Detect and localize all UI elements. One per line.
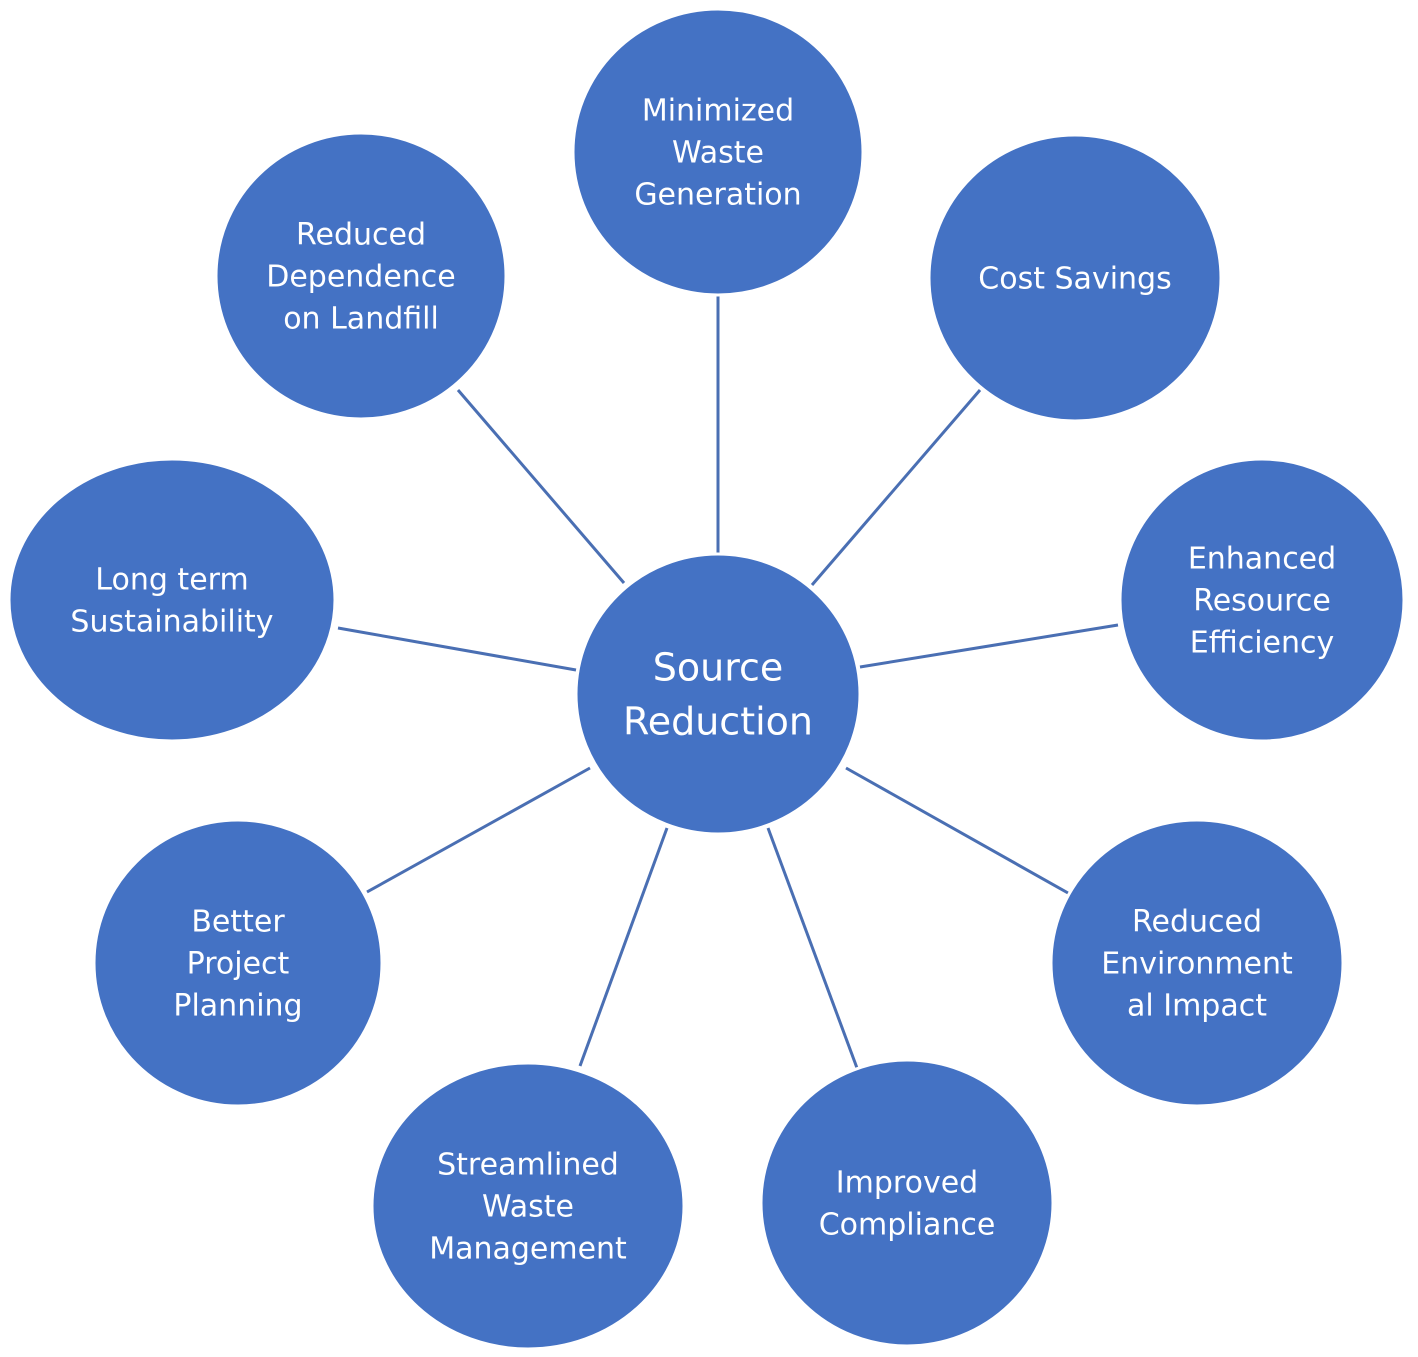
node-circle-minimized-waste-generation: [571, 7, 865, 297]
node-label-enhanced-resource-efficiency-line-2: Resource: [1193, 584, 1331, 619]
node-label-reduced-environmental-impact-line-2: Environment: [1101, 947, 1293, 982]
node-circle-better-project-planning: [92, 818, 384, 1108]
node-label-long-term-sustainability-line-2: Sustainability: [70, 605, 273, 640]
node-label-improved-compliance-line-1: Improved: [836, 1166, 978, 1201]
node-label-long-term-sustainability-line-1: Long term: [95, 563, 248, 598]
center-label-line-1: Source: [653, 645, 784, 689]
node-circle-streamlined-waste-management: [370, 1061, 686, 1351]
node-label-enhanced-resource-efficiency-line-3: Efficiency: [1190, 626, 1335, 661]
connector-streamlined-waste-management: [578, 827, 669, 1067]
node-circle-improved-compliance: [759, 1058, 1055, 1348]
node-label-reduced-environmental-impact-line-3: al Impact: [1127, 989, 1267, 1024]
node-label-better-project-planning-line-2: Project: [187, 947, 290, 982]
node-cost-savings: Cost Savings: [927, 133, 1223, 423]
connector-better-project-planning: [366, 766, 591, 894]
node-circle-reduced-environmental-impact: [1049, 818, 1345, 1108]
node-label-reduced-dependence-on-landfill-line-2: Dependence: [266, 260, 456, 295]
node-label-better-project-planning-line-1: Better: [191, 905, 285, 940]
connectors: [337, 292, 1119, 1069]
connector-reduced-environmental-impact: [845, 766, 1069, 895]
node-label-improved-compliance-line-2: Compliance: [819, 1208, 996, 1243]
node-circle-long-term-sustainability: [7, 457, 337, 743]
node-label-enhanced-resource-efficiency-line-1: Enhanced: [1188, 542, 1336, 577]
node-label-streamlined-waste-management-line-3: Management: [429, 1232, 627, 1267]
node-label-cost-savings-line-1: Cost Savings: [978, 262, 1171, 297]
node-label-reduced-dependence-on-landfill-line-1: Reduced: [296, 218, 426, 253]
node-label-minimized-waste-generation-line-2: Waste: [672, 136, 764, 171]
node-label-streamlined-waste-management-line-1: Streamlined: [437, 1148, 619, 1183]
center-circle: [574, 552, 862, 836]
connector-improved-compliance: [766, 827, 859, 1069]
center-label-line-2: Reduction: [623, 699, 813, 743]
connector-reduced-dependence-on-landfill: [456, 389, 626, 584]
node-label-streamlined-waste-management-line-2: Waste: [482, 1190, 574, 1225]
node-label-minimized-waste-generation-line-3: Generation: [634, 178, 801, 213]
connector-long-term-sustainability: [337, 626, 577, 672]
node-circle-enhanced-resource-efficiency: [1118, 457, 1406, 743]
node-label-reduced-environmental-impact-line-1: Reduced: [1132, 905, 1262, 940]
node-label-reduced-dependence-on-landfill-line-3: on Landfill: [283, 302, 439, 337]
connector-enhanced-resource-efficiency: [859, 623, 1119, 669]
connector-cost-savings: [810, 389, 982, 586]
node-label-minimized-waste-generation-line-1: Minimized: [642, 94, 794, 129]
node-label-better-project-planning-line-3: Planning: [173, 989, 302, 1024]
node-circle-reduced-dependence-on-landfill: [214, 131, 508, 421]
node-label-cost-savings: Cost Savings: [978, 262, 1171, 297]
node-circle-cost-savings: [927, 133, 1223, 423]
